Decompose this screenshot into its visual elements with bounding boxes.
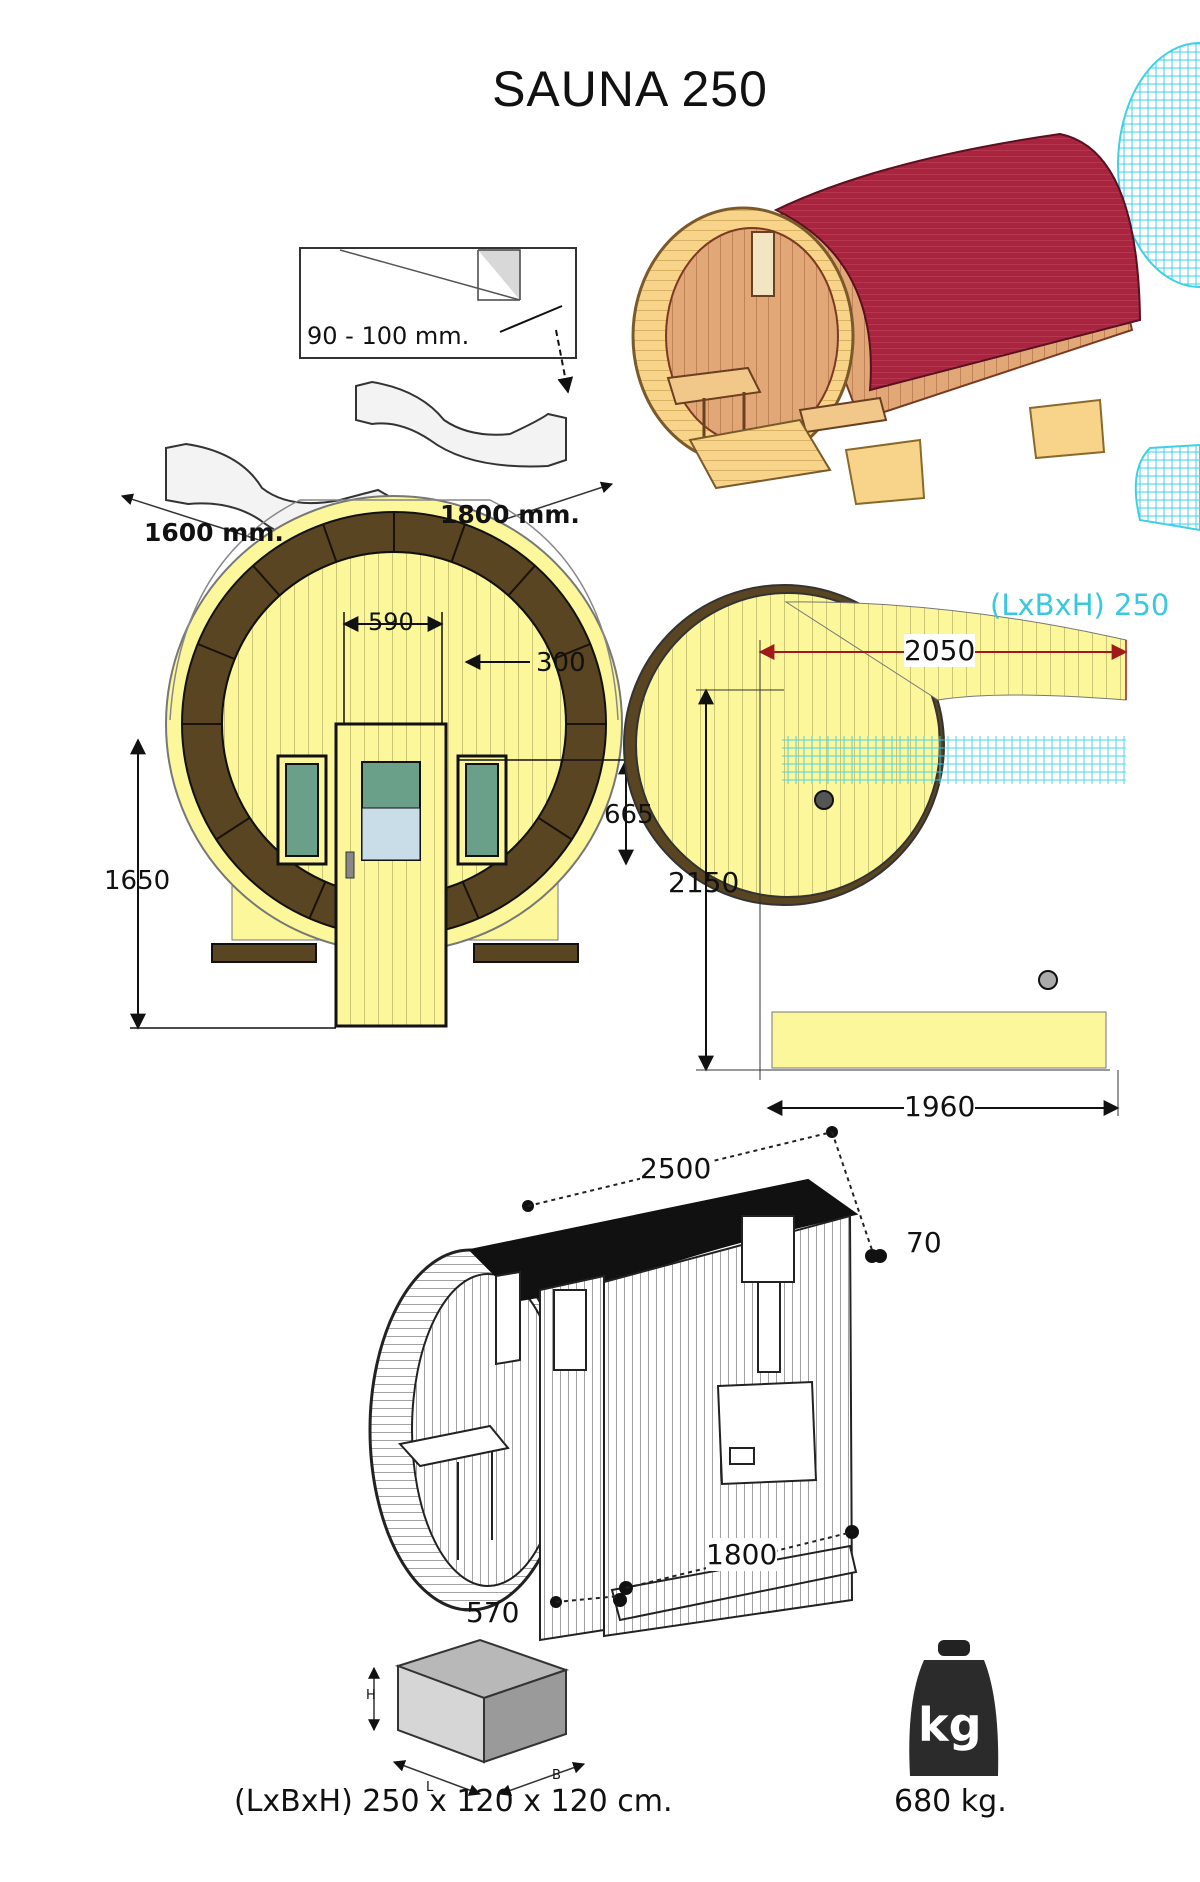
weight-unit-label: kg (918, 1698, 982, 1752)
beam-length-short-label: 1600 mm. (144, 518, 284, 547)
iso-base-height-label: 70 (906, 1226, 942, 1259)
package-dims-caption: (LxBxH) 250 x 120 x 120 cm. (234, 1784, 673, 1819)
sauna-render (631, 132, 1142, 506)
beam-length-long-label: 1800 mm. (440, 500, 580, 529)
side-view (623, 584, 1128, 1116)
package-box-icon (368, 1638, 586, 1797)
page-title: SAUNA 250 (492, 61, 768, 117)
side-overlay-label: (LxBxH) 250 (990, 588, 1170, 622)
window-width-label: 300 (536, 648, 586, 678)
box-depth-letter: B (552, 1768, 561, 1783)
weight-caption: 680 kg. (894, 1784, 1007, 1819)
front-view (130, 495, 640, 1030)
iso-length-label: 2500 (640, 1152, 712, 1185)
isometric-view (368, 1126, 887, 1642)
door-height-label: 1650 (104, 866, 171, 896)
cyan-ghost-drawing (1117, 42, 1200, 532)
door-width-label: 590 (368, 608, 414, 636)
weight-icon (909, 1640, 999, 1776)
iso-bench-length-label: 1800 (706, 1538, 778, 1571)
box-height-letter: H (366, 1688, 376, 1703)
side-width-top-label: 2050 (904, 634, 976, 667)
beam-thickness-label: 90 - 100 mm. (307, 322, 470, 350)
side-width-bottom-label: 1960 (904, 1090, 976, 1123)
side-height-label: 2150 (668, 866, 740, 899)
box-length-letter: L (426, 1780, 434, 1795)
iso-porch-depth-label: 570 (466, 1596, 520, 1629)
window-height-label: 665 (604, 800, 654, 830)
